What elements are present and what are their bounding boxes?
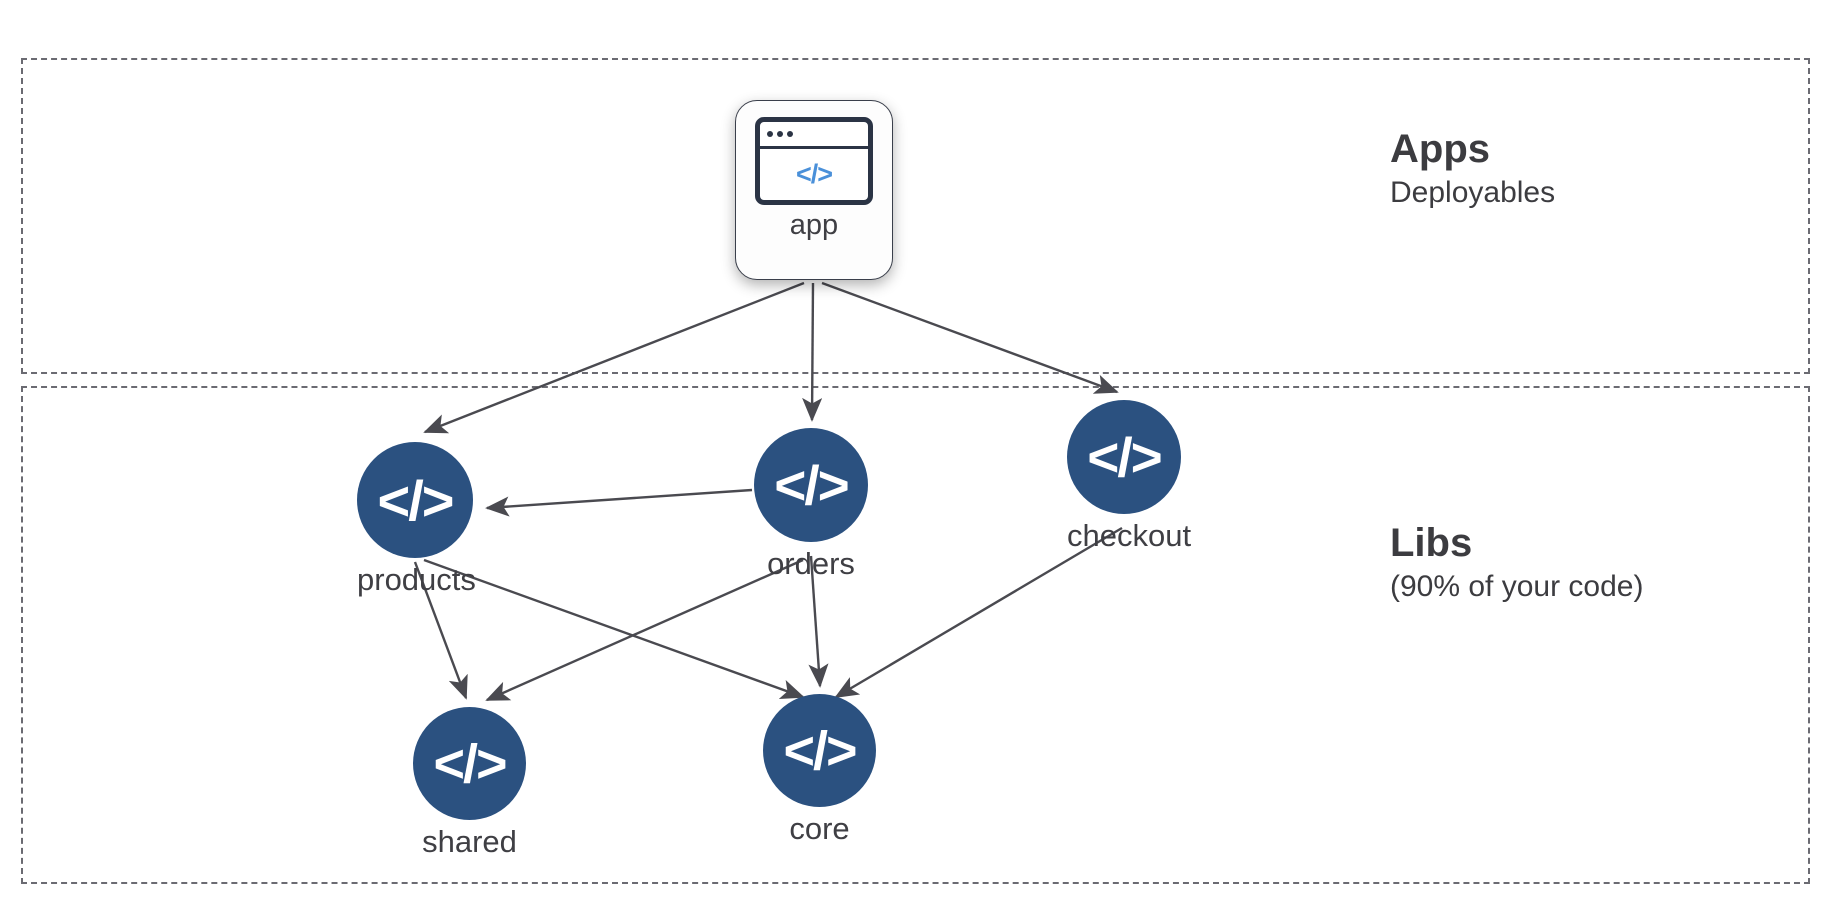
zone-apps <box>21 58 1810 374</box>
code-icon: </> <box>357 442 473 558</box>
window-dot <box>777 131 783 137</box>
node-orders-label: orders <box>767 546 855 581</box>
code-icon: </> <box>754 428 868 542</box>
node-core-label: core <box>789 811 850 846</box>
code-glyph: </> <box>774 454 850 516</box>
node-shared-label: shared <box>422 824 517 859</box>
zone-apps-title: Apps <box>1390 127 1490 171</box>
zone-libs-title: Libs <box>1390 521 1473 565</box>
window-titlebar <box>760 122 868 149</box>
code-icon: </> <box>413 707 526 820</box>
node-orders[interactable]: </> orders <box>754 428 868 581</box>
zone-apps-legend: Apps Deployables <box>1390 128 1555 211</box>
node-products-label: products <box>357 562 476 597</box>
code-icon: </> <box>1067 400 1181 514</box>
code-icon: </> <box>763 694 876 807</box>
node-checkout-label: checkout <box>1067 518 1192 553</box>
window-body: </> <box>760 149 868 200</box>
window-dot <box>767 131 773 137</box>
node-core[interactable]: </> core <box>763 694 876 846</box>
zone-libs-subtitle: (90% of your code) <box>1390 570 1644 603</box>
code-window-icon: </> <box>755 117 873 205</box>
code-glyph: </> <box>795 159 833 189</box>
node-checkout[interactable]: </> checkout <box>1067 400 1192 553</box>
code-glyph: </> <box>1087 426 1163 488</box>
zone-apps-subtitle: Deployables <box>1390 176 1556 209</box>
node-products[interactable]: </> products <box>357 442 476 597</box>
window-dot <box>787 131 793 137</box>
code-glyph: </> <box>377 468 455 532</box>
code-glyph: </> <box>783 720 857 781</box>
zone-libs-legend: Libs (90% of your code) <box>1390 522 1643 605</box>
node-app-label: app <box>789 209 839 241</box>
node-shared[interactable]: </> shared <box>413 707 526 859</box>
code-glyph: </> <box>433 733 507 794</box>
node-app[interactable]: </> app <box>735 100 893 280</box>
zone-libs <box>21 386 1810 884</box>
